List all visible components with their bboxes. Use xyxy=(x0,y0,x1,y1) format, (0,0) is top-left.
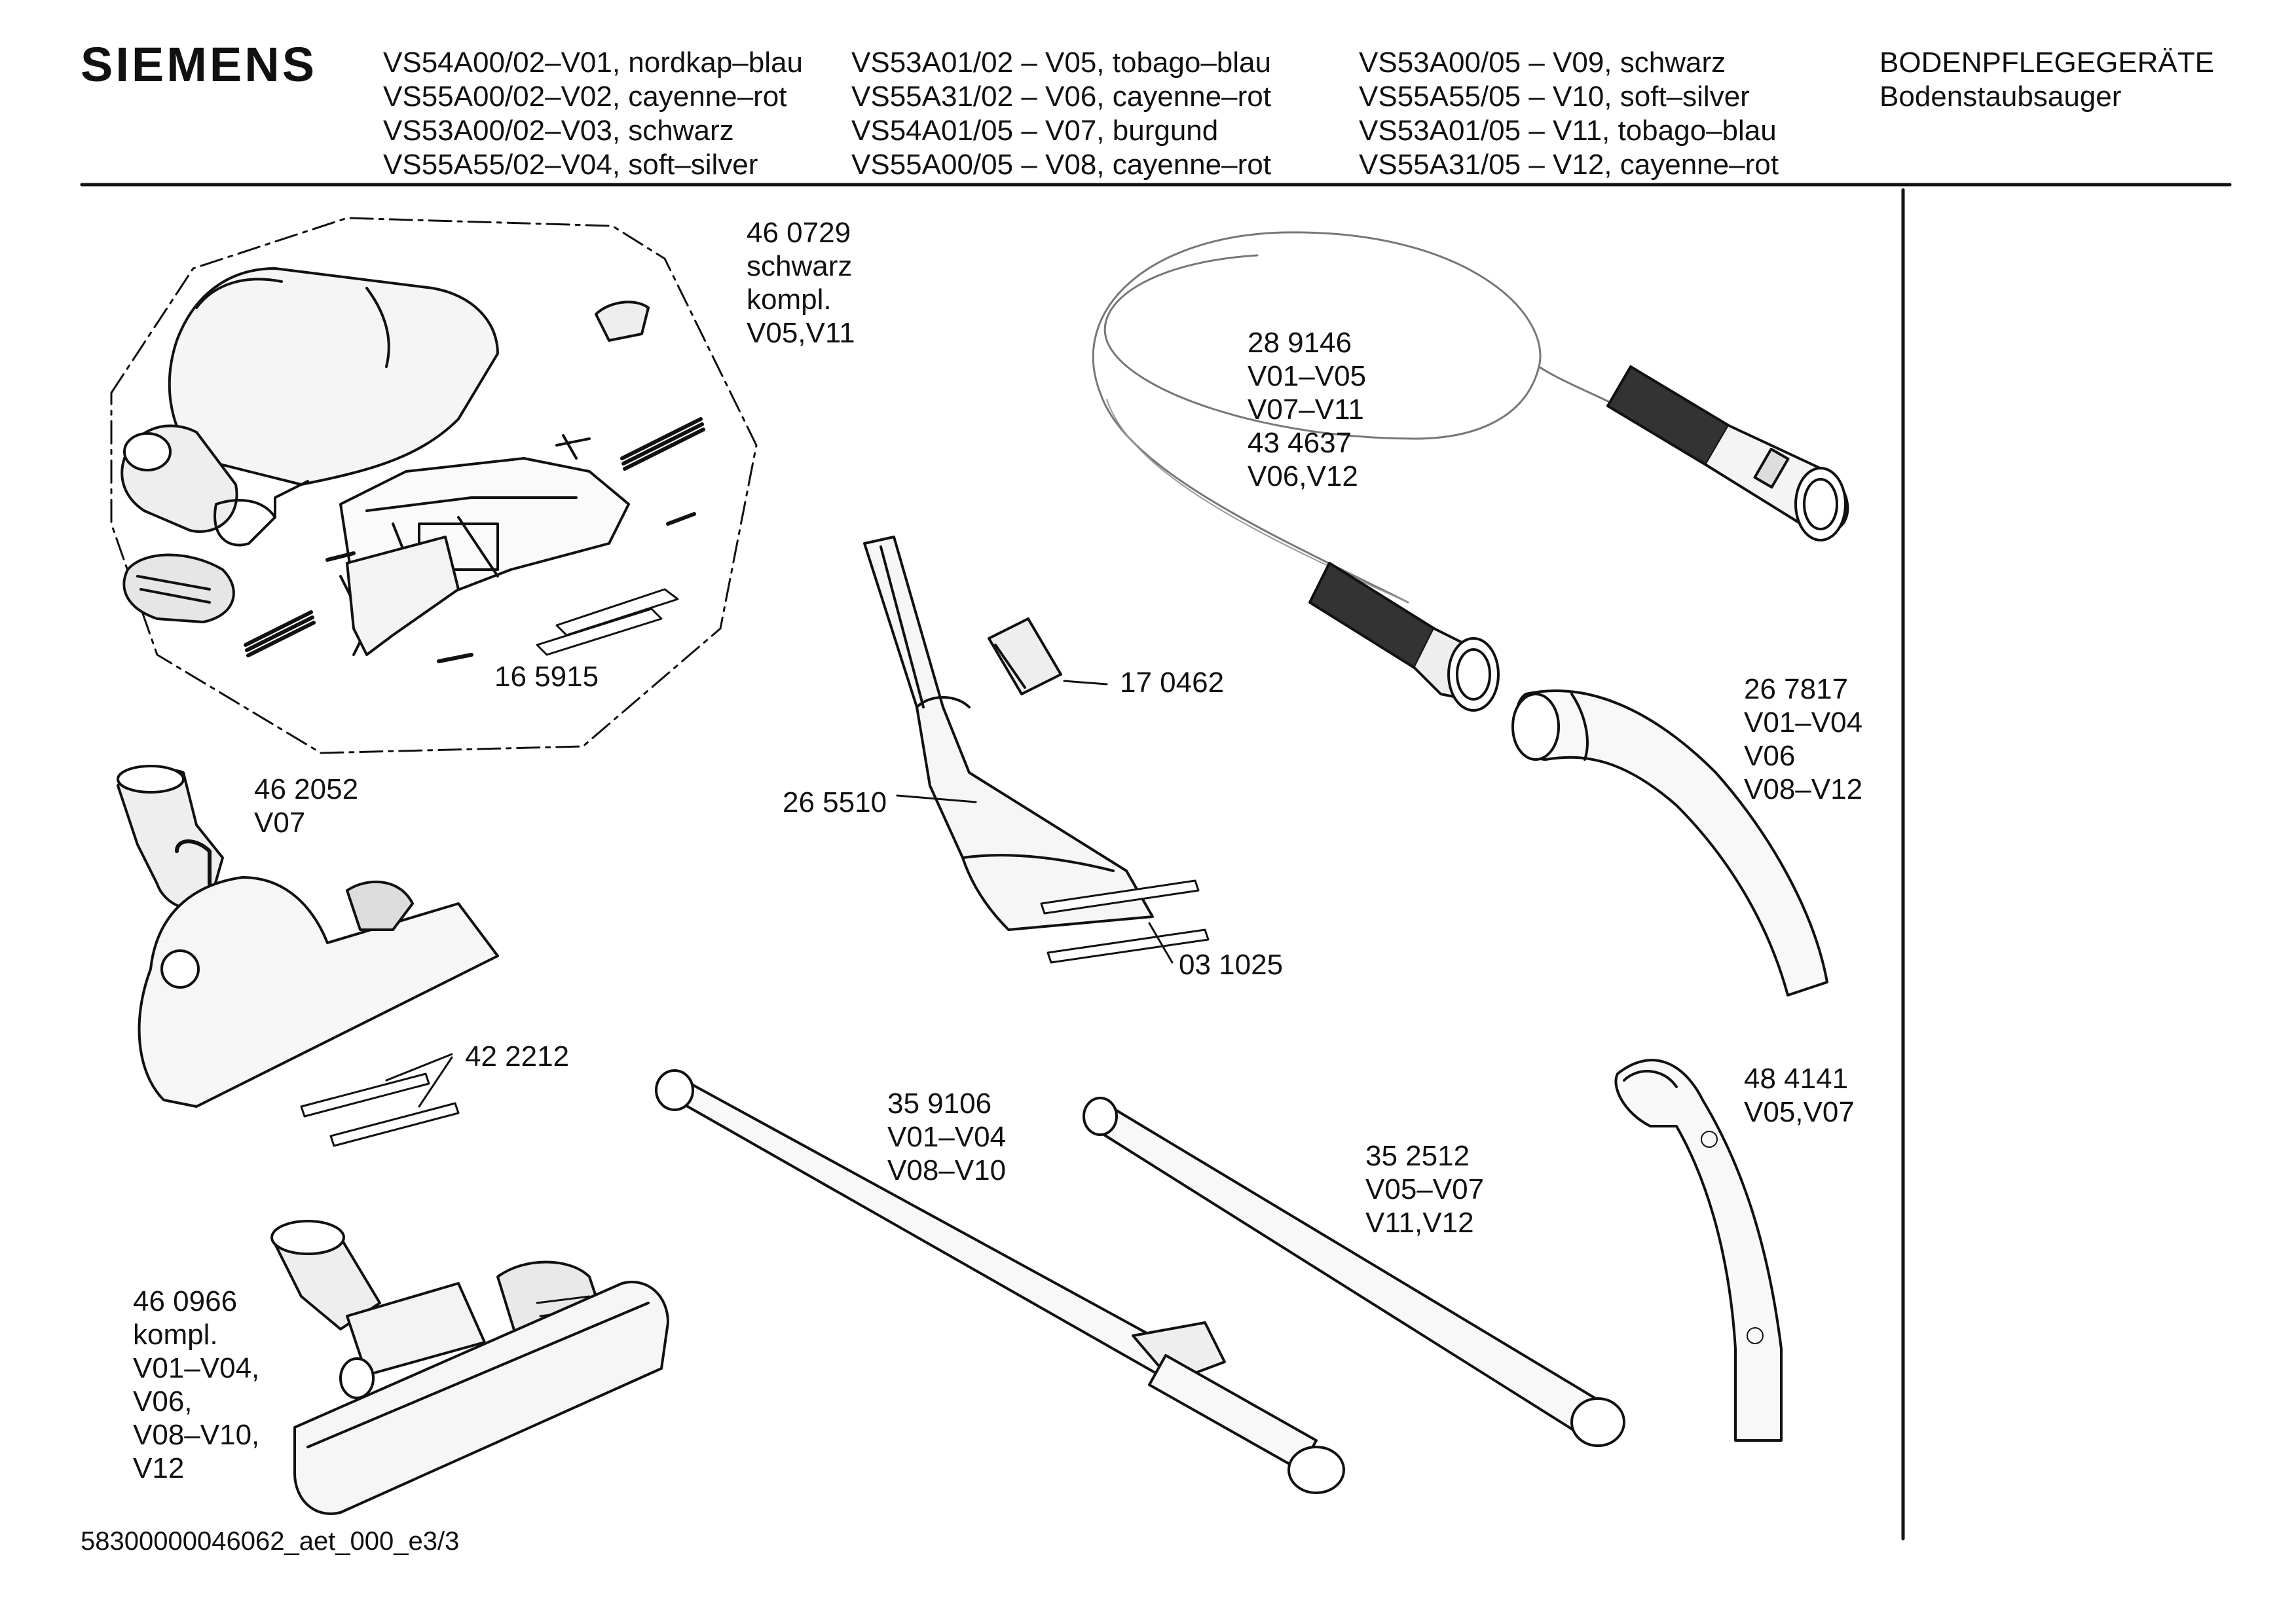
floor-head-v07 xyxy=(117,765,499,1108)
part-label-031025: 03 1025 xyxy=(1179,948,1283,981)
part-number: 16 5915 xyxy=(494,661,599,693)
part-label-460966: 46 0966 kompl. V01–V04, V06, V08–V10, V1… xyxy=(133,1285,259,1485)
exploded-group-outline xyxy=(110,217,758,754)
part-variants: V07 xyxy=(254,807,306,839)
part-label-484141: 48 4141 V05,V07 xyxy=(1744,1062,1855,1129)
part-label-267817: 26 7817 V01–V04 V06 V08–V12 xyxy=(1744,672,1862,806)
part-number: 03 1025 xyxy=(1179,949,1284,981)
part-label-460729: 46 0729 schwarz kompl. V05,V11 xyxy=(747,216,855,350)
part-note: kompl. xyxy=(133,1319,218,1351)
part-number: 28 9146 xyxy=(1248,327,1352,359)
part-variants: V07–V11 xyxy=(1248,394,1364,426)
part-label-289146: 28 9146 V01–V05 V07–V11 43 4637 V06,V12 xyxy=(1248,326,1366,493)
part-number: 46 0729 xyxy=(747,217,851,249)
part-number: 46 0966 xyxy=(133,1285,238,1317)
part-variants: V08–V10 xyxy=(887,1154,1007,1186)
part-variants: V06, xyxy=(133,1385,193,1418)
part-number: 43 4637 xyxy=(1248,427,1352,459)
part-label-359106: 35 9106 V01–V04 V08–V10 xyxy=(887,1087,1006,1187)
model-entry: VS55A55/02–V04, soft–silver xyxy=(383,149,758,181)
floor-head-exploded-group xyxy=(120,267,705,663)
part-variants: V12 xyxy=(133,1452,185,1484)
crevice-clip xyxy=(988,617,1062,695)
part-variants: V08–V10, xyxy=(133,1419,260,1451)
part-variants: V06,V12 xyxy=(1248,460,1358,492)
part-label-265510: 26 5510 xyxy=(783,786,887,819)
part-label-170462: 17 0462 xyxy=(1120,666,1224,699)
part-label-422212: 42 2212 xyxy=(465,1040,569,1073)
model-entry: VS55A55/05 – V10, soft–silver xyxy=(1359,81,1750,113)
part-variants: V01–V04 xyxy=(887,1121,1007,1153)
part-label-462052: 46 2052 V07 xyxy=(254,773,358,839)
part-number: 26 5510 xyxy=(783,786,887,818)
part-number: 48 4141 xyxy=(1744,1063,1849,1095)
curved-handle xyxy=(1614,1059,1783,1442)
category-title: BODENPFLEGEGERÄTE xyxy=(1879,46,2215,79)
model-column-1: VS54A00/02–V01, nordkap–blau VS55A00/02–… xyxy=(383,46,803,182)
part-variants: V08–V12 xyxy=(1744,773,1863,805)
extension-tube xyxy=(1083,1097,1625,1447)
model-column-2: VS53A01/02 – V05, tobago–blau VS55A31/02… xyxy=(851,46,1271,182)
part-note: schwarz xyxy=(747,250,853,282)
part-variants: V11,V12 xyxy=(1365,1207,1474,1239)
crevice-tool xyxy=(863,536,1154,931)
model-entry: VS55A31/02 – V06, cayenne–rot xyxy=(851,81,1271,113)
part-note: kompl. xyxy=(747,284,832,316)
brand-logo: SIEMENS xyxy=(81,37,318,92)
part-variants: V05,V07 xyxy=(1744,1096,1855,1128)
model-entry: VS53A00/05 – V09, schwarz xyxy=(1359,46,1726,79)
model-entry: VS55A31/05 – V12, cayenne–rot xyxy=(1359,149,1779,181)
part-label-352512: 35 2512 V05–V07 V11,V12 xyxy=(1365,1139,1484,1239)
part-variants: V05,V11 xyxy=(747,317,855,349)
suction-hose xyxy=(1092,231,1849,712)
model-entry: VS55A00/05 – V08, cayenne–rot xyxy=(851,149,1271,181)
model-entry: VS53A01/05 – V11, tobago–blau xyxy=(1359,115,1777,147)
model-entry: VS55A00/02–V02, cayenne–rot xyxy=(383,81,787,113)
telescopic-tube xyxy=(655,1069,1345,1494)
model-entry: VS54A00/02–V01, nordkap–blau xyxy=(383,46,803,79)
part-number: 35 2512 xyxy=(1365,1140,1470,1172)
part-number: 26 7817 xyxy=(1744,673,1849,705)
model-entry: VS53A01/02 – V05, tobago–blau xyxy=(851,46,1271,79)
part-number: 46 2052 xyxy=(254,773,359,805)
category-block: BODENPFLEGEGERÄTE Bodenstaubsauger xyxy=(1879,46,2214,114)
part-variants: V06 xyxy=(1744,740,1796,772)
hose-handle-elbow xyxy=(1511,689,1828,997)
part-number: 35 9106 xyxy=(887,1088,992,1120)
floor-head-combination xyxy=(270,1220,669,1515)
document-id: 58300000046062_aet_000_e3/3 xyxy=(81,1527,460,1556)
category-subtitle: Bodenstaubsauger xyxy=(1879,81,2122,113)
model-entry: VS53A00/02–V03, schwarz xyxy=(383,115,734,147)
part-variants: V05–V07 xyxy=(1365,1173,1485,1205)
model-column-3: VS53A00/05 – V09, schwarz VS55A55/05 – V… xyxy=(1359,46,1779,182)
part-variants: V01–V04, xyxy=(133,1352,260,1384)
part-variants: V01–V04 xyxy=(1744,706,1863,739)
part-number: 42 2212 xyxy=(465,1040,570,1072)
part-label-165915: 16 5915 xyxy=(494,660,599,693)
part-variants: V01–V05 xyxy=(1248,360,1367,392)
model-entry: VS54A01/05 – V07, burgund xyxy=(851,115,1219,147)
part-number: 17 0462 xyxy=(1120,667,1225,699)
